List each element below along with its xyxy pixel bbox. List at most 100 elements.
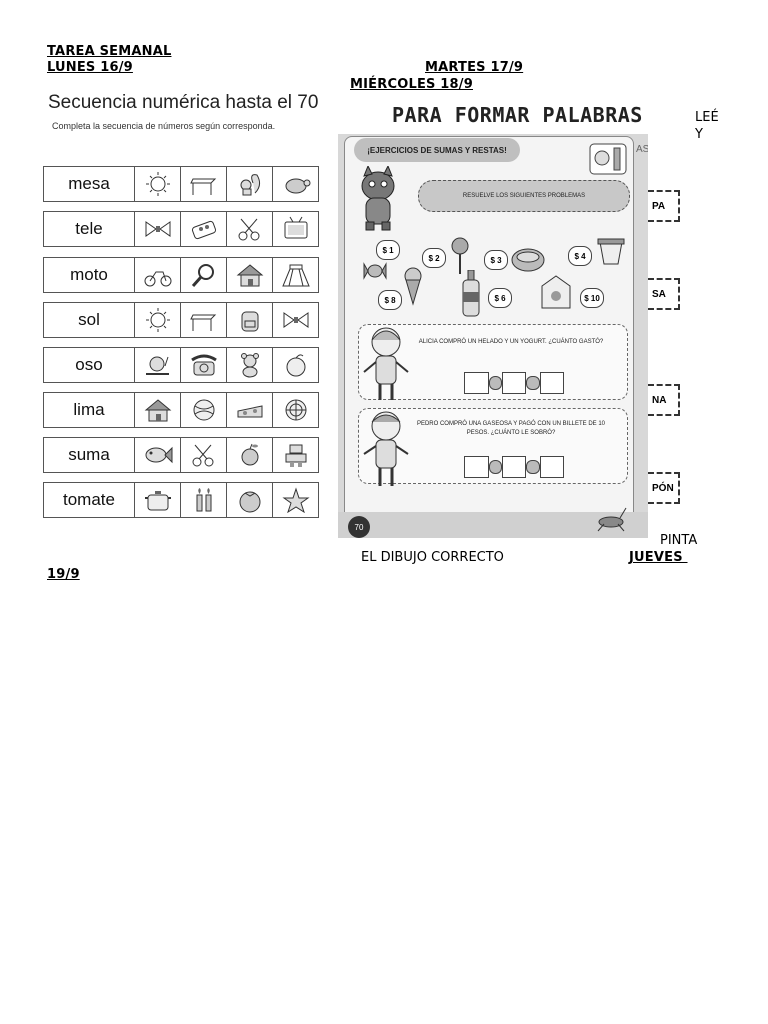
picture-choice[interactable] xyxy=(135,166,181,202)
house-icon xyxy=(144,399,171,422)
pencil-character-icon xyxy=(589,143,627,175)
worksheet2-banner: PARA FORMAR PALABRAS xyxy=(338,100,648,134)
instruction-dibujo: EL DIBUJO CORRECTO xyxy=(361,550,504,565)
cookie-icon xyxy=(511,248,545,272)
answer-box[interactable] xyxy=(501,456,527,478)
picture-choice[interactable] xyxy=(181,437,227,473)
picture-choice[interactable] xyxy=(273,347,319,383)
table-icon xyxy=(189,314,216,331)
answer-box[interactable] xyxy=(464,456,489,478)
girl-character-icon xyxy=(363,327,409,400)
picture-choice[interactable] xyxy=(227,482,273,518)
picture-choice[interactable] xyxy=(135,302,181,338)
answer-box[interactable] xyxy=(539,372,564,394)
answer-box[interactable] xyxy=(501,372,527,394)
word-row-tele: tele xyxy=(43,211,319,247)
price-tag: $ 4 xyxy=(568,246,592,266)
pot-icon xyxy=(144,491,171,511)
picture-choice[interactable] xyxy=(135,347,181,383)
teddybear-icon xyxy=(240,353,259,378)
picture-choice[interactable] xyxy=(273,302,319,338)
answer-box[interactable] xyxy=(539,456,564,478)
tomato-icon xyxy=(239,491,260,513)
picture-choice[interactable] xyxy=(273,257,319,293)
flowerpot-icon xyxy=(191,220,216,240)
picture-choice[interactable] xyxy=(181,392,227,428)
picture-choice[interactable] xyxy=(227,211,273,247)
worksheet1-subtitle: Completa la secuencia de números según c… xyxy=(52,121,276,131)
wednesday-heading: MIÉRCOLES 18/9 xyxy=(350,77,473,92)
cat-mascot-icon xyxy=(361,166,395,231)
word-row-tomate: tomate xyxy=(43,482,319,518)
picture-choice[interactable] xyxy=(227,302,273,338)
worksheet2-tab: ¡EJERCICIOS DE SUMAS Y RESTAS! xyxy=(354,138,520,162)
bowtie-icon xyxy=(145,221,170,237)
picture-choice[interactable] xyxy=(181,482,227,518)
star-icon xyxy=(281,487,310,513)
picture-choice[interactable] xyxy=(181,347,227,383)
picture-choice[interactable] xyxy=(227,166,273,202)
scissors-icon xyxy=(238,218,259,241)
grasshopper-icon xyxy=(597,507,627,532)
picture-choice[interactable] xyxy=(181,257,227,293)
skirt-icon xyxy=(281,264,310,287)
picture-choice[interactable] xyxy=(227,257,273,293)
motorcycle-icon xyxy=(144,271,171,287)
picture-choice[interactable] xyxy=(273,437,319,473)
picture-choice[interactable] xyxy=(181,166,227,202)
price-tag: $ 10 xyxy=(580,288,604,308)
worksheet2-banner-text: PARA FORMAR PALABRAS xyxy=(392,103,643,127)
picture-choice[interactable] xyxy=(181,211,227,247)
word-row-mesa: mesa xyxy=(43,166,319,202)
bowtie-icon xyxy=(283,312,308,328)
picture-choice[interactable] xyxy=(227,347,273,383)
milk-carton-icon xyxy=(541,275,571,309)
yogurt-icon xyxy=(597,238,625,265)
picture-choice[interactable] xyxy=(135,392,181,428)
picture-choice[interactable] xyxy=(273,482,319,518)
picture-choice[interactable] xyxy=(273,166,319,202)
instruction-y: Y xyxy=(695,127,703,142)
ball-icon xyxy=(193,399,214,421)
turtle-icon xyxy=(285,178,310,194)
problem2-equation xyxy=(464,456,564,478)
picture-choice[interactable] xyxy=(181,302,227,338)
syllable-box: SA xyxy=(648,278,680,310)
plus-sign-icon xyxy=(488,376,502,390)
lemon-icon xyxy=(285,399,306,421)
picture-choice[interactable] xyxy=(135,211,181,247)
squirrel-icon xyxy=(240,174,260,196)
worksheet2-image: PARA FORMAR PALABRAS ¡EJERCICIOS DE SUMA… xyxy=(338,100,648,538)
syllable-box: NA xyxy=(648,384,680,416)
backpack-icon xyxy=(241,311,258,332)
picture-choice[interactable] xyxy=(135,257,181,293)
word-label: tomate xyxy=(43,482,135,518)
candles-icon xyxy=(196,488,211,512)
picture-choice[interactable] xyxy=(135,437,181,473)
sun-icon xyxy=(145,172,170,196)
picture-choice[interactable] xyxy=(227,437,273,473)
answer-box[interactable] xyxy=(464,372,489,394)
problem1-text: ALICIA COMPRÓ UN HELADO Y UN YOGURT. ¿CU… xyxy=(418,339,604,345)
word-label: oso xyxy=(43,347,135,383)
picture-choice[interactable] xyxy=(273,211,319,247)
word-label: lima xyxy=(43,392,135,428)
snail-icon xyxy=(145,356,169,375)
magnifier-icon xyxy=(191,264,214,287)
cheese-icon xyxy=(237,405,262,418)
telephone-icon xyxy=(190,354,217,376)
worksheet2-side-letters: AS xyxy=(636,144,648,155)
problem1-equation xyxy=(464,372,564,394)
fruit-icon xyxy=(241,443,258,466)
peach-icon xyxy=(286,354,305,377)
syllable-box: PÓN xyxy=(648,472,680,504)
ice-cream-icon xyxy=(404,267,422,306)
monday-heading: LUNES 16/9 xyxy=(47,60,133,75)
worksheet1-title: Secuencia numérica hasta el 70 xyxy=(48,92,319,113)
picture-choice[interactable] xyxy=(227,392,273,428)
price-tag: $ 3 xyxy=(484,250,508,270)
price-tag: $ 8 xyxy=(378,290,402,310)
picture-choice[interactable] xyxy=(135,482,181,518)
picture-choice[interactable] xyxy=(273,392,319,428)
word-row-lima: lima xyxy=(43,392,319,428)
